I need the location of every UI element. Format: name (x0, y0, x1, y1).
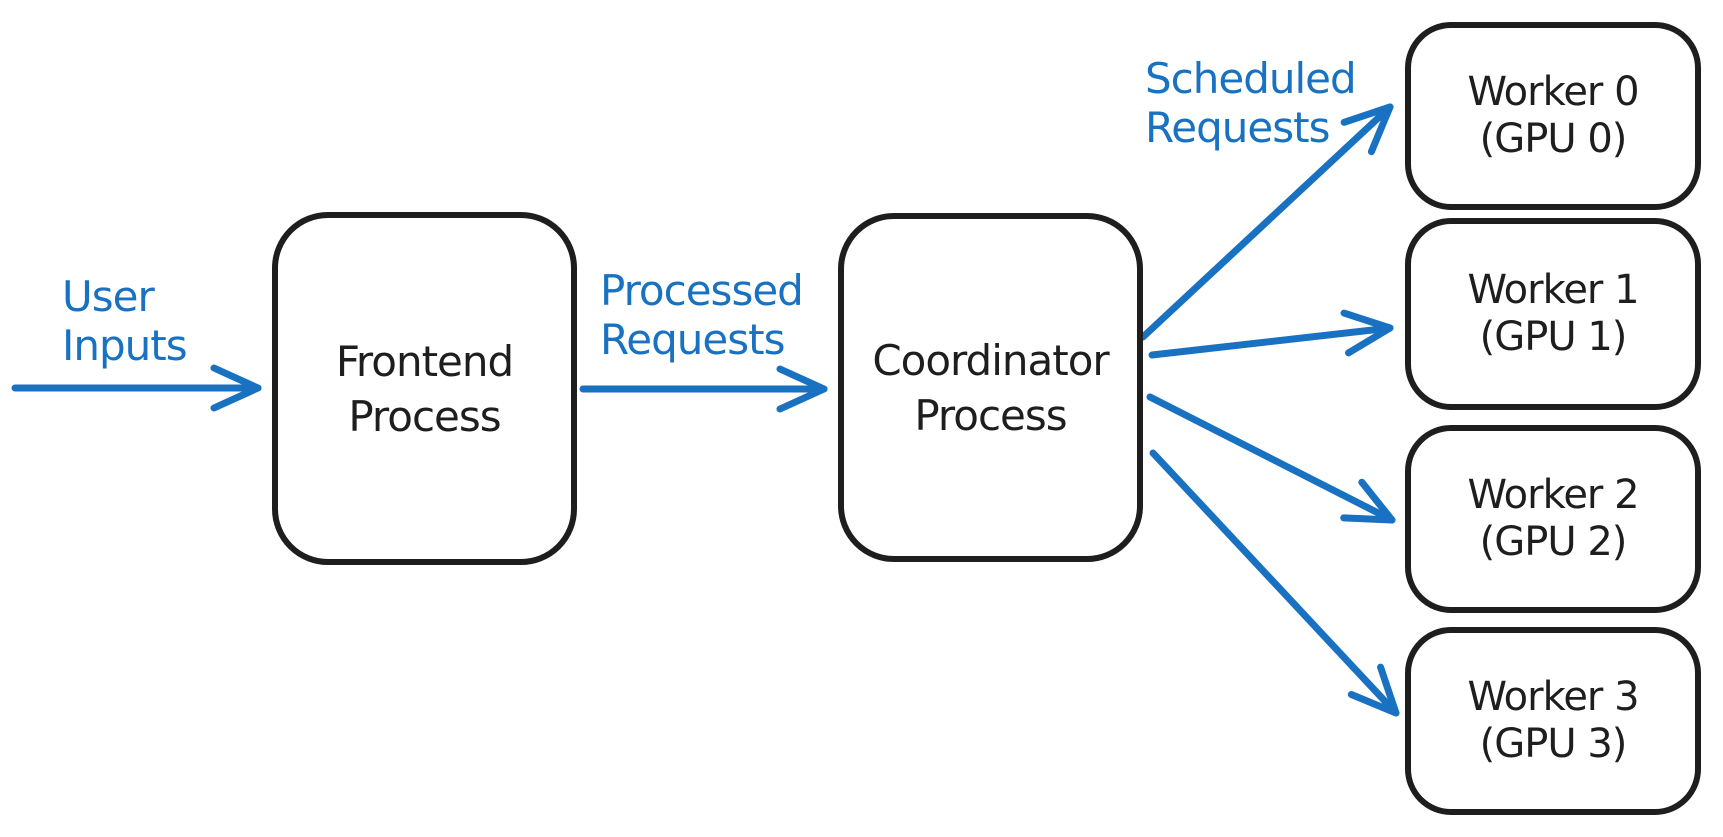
worker-2-label-line2: (GPU 2) (1479, 519, 1628, 565)
scheduled-requests-label: Scheduled Requests (1145, 54, 1357, 152)
scheduled-requests-label-line1: Scheduled (1145, 54, 1357, 103)
scheduled-arrow-worker-1 (1148, 309, 1394, 359)
processed-requests-label-line1: Processed (600, 266, 804, 315)
frontend-process-label-line2: Process (348, 391, 501, 441)
coordinator-process-label-line2: Process (914, 390, 1067, 440)
scheduled-arrow-worker-2 (1146, 393, 1396, 524)
worker-1-node: Worker 1 (GPU 1) (1405, 218, 1701, 410)
frontend-process-label-line1: Frontend (335, 336, 514, 386)
worker-2-node: Worker 2 (GPU 2) (1405, 425, 1701, 613)
worker-3-label-line2: (GPU 3) (1479, 721, 1628, 767)
user-inputs-label-line2: Inputs (62, 321, 188, 370)
worker-1-label-line1: Worker 1 (1467, 267, 1639, 313)
coordinator-process-node: Coordinator Process (838, 213, 1143, 562)
coordinator-process-label-line1: Coordinator (872, 335, 1109, 385)
worker-0-label-line1: Worker 0 (1467, 69, 1639, 115)
scheduled-requests-label-line2: Requests (1145, 103, 1330, 152)
processed-requests-label: Processed Requests (600, 266, 804, 364)
worker-3-node: Worker 3 (GPU 3) (1405, 627, 1701, 815)
frontend-process-node: Frontend Process (272, 212, 577, 565)
scheduled-arrow-worker-3 (1149, 449, 1400, 717)
worker-1-label-line2: (GPU 1) (1479, 314, 1628, 360)
user-inputs-label: User Inputs (62, 272, 188, 370)
worker-0-node: Worker 0 (GPU 0) (1405, 22, 1701, 210)
processed-requests-label-line2: Requests (600, 315, 785, 364)
worker-3-label-line1: Worker 3 (1467, 674, 1639, 720)
worker-2-label-line1: Worker 2 (1467, 472, 1639, 518)
scheduled-arrow-worker-0 (1139, 103, 1394, 341)
worker-0-label-line2: (GPU 0) (1479, 116, 1628, 162)
user-inputs-label-line1: User (62, 272, 155, 321)
